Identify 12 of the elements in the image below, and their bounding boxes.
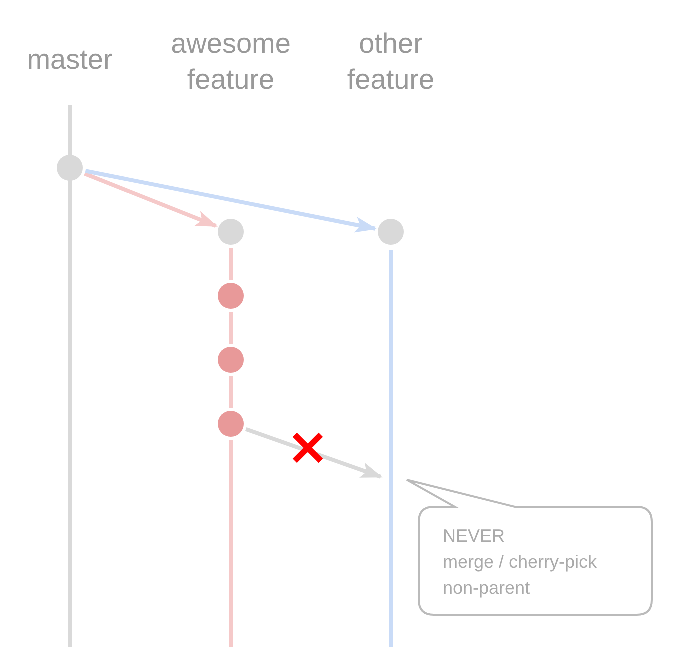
branch-line bbox=[229, 376, 233, 408]
callout-text: NEVER bbox=[443, 525, 506, 548]
callout-text: merge / cherry-pick non-parent bbox=[443, 551, 598, 600]
branch-line bbox=[229, 248, 233, 280]
branch-name: awesome feature bbox=[170, 27, 292, 97]
speech-bubble bbox=[405, 478, 655, 617]
arrow bbox=[84, 172, 218, 228]
branch-line bbox=[229, 312, 233, 344]
arrow bbox=[85, 169, 378, 233]
arrow bbox=[245, 427, 383, 479]
branch-name: master bbox=[26, 43, 114, 77]
branch-name: other feature bbox=[346, 27, 436, 97]
